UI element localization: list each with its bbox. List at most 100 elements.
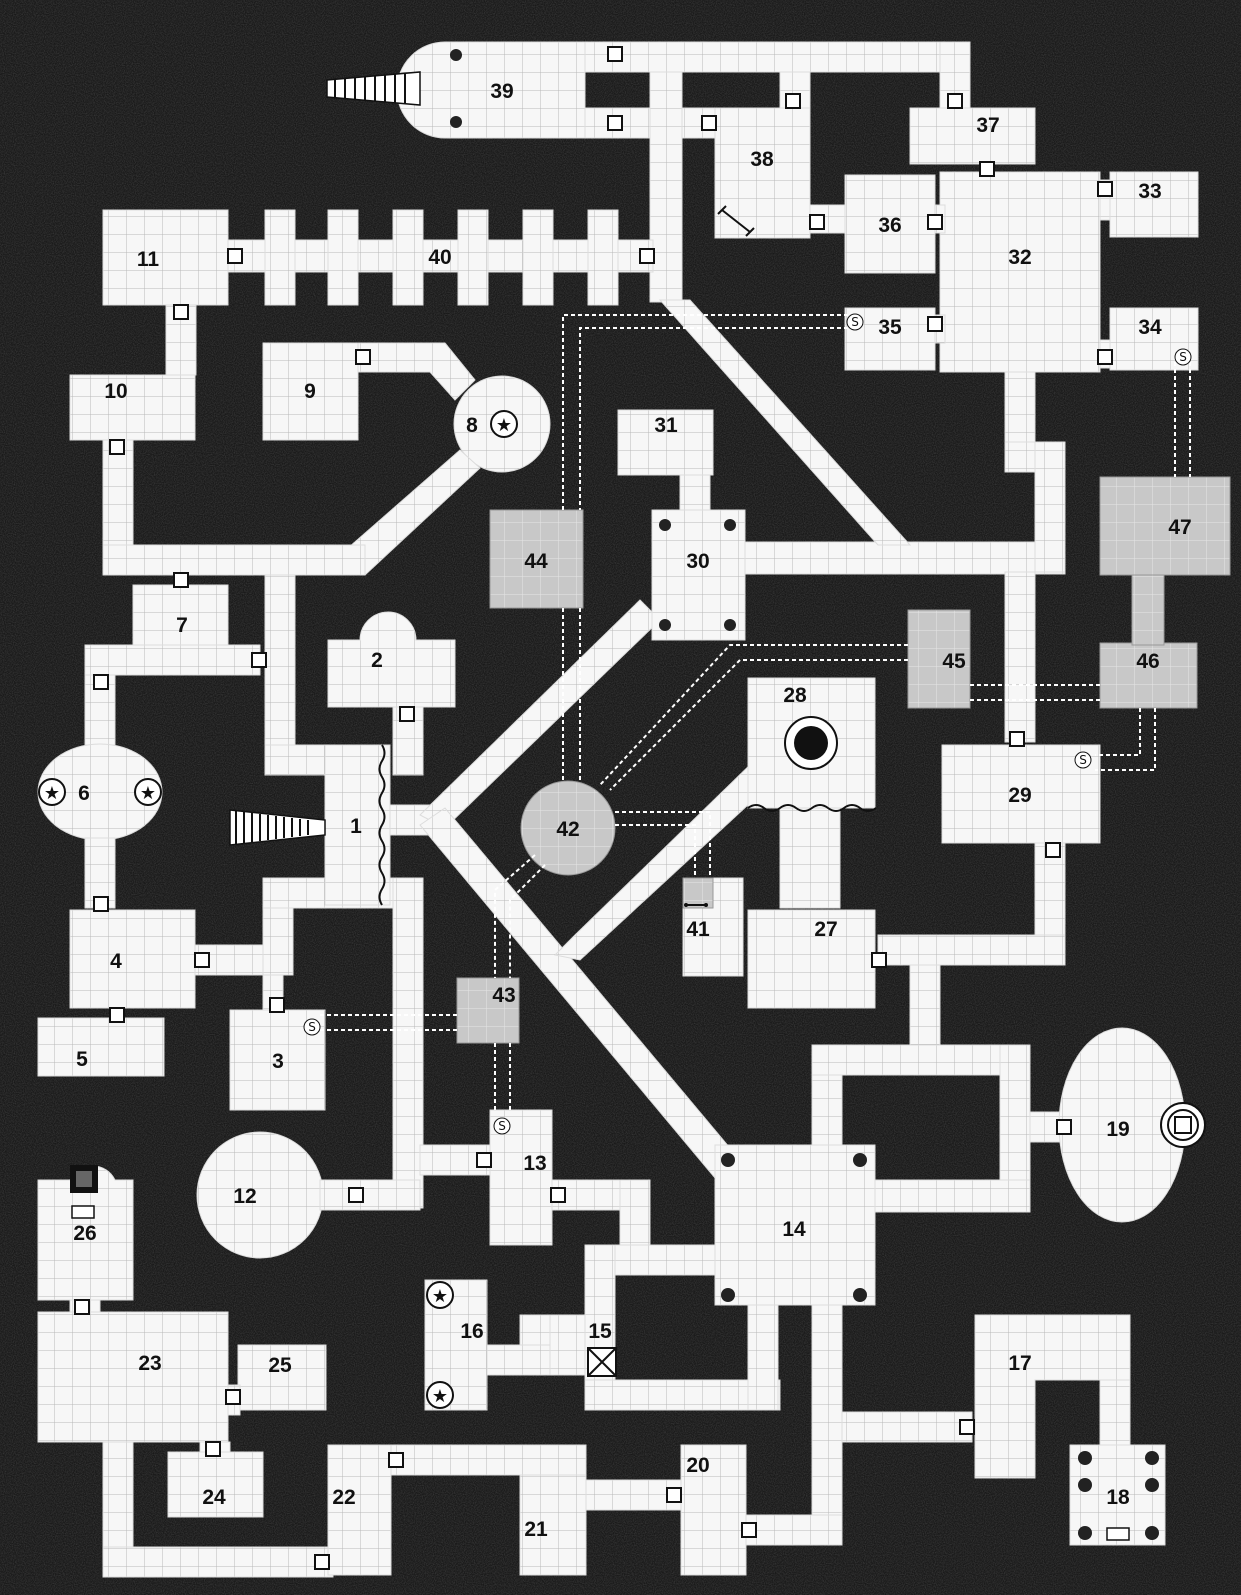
room-label: 31 — [654, 414, 678, 437]
room-label: 20 — [686, 1454, 709, 1477]
door-icon — [785, 93, 801, 109]
secret-door-icon: S — [846, 313, 864, 331]
pillars — [450, 49, 1159, 1540]
room-label: 40 — [428, 246, 451, 269]
room-32 — [939, 171, 1101, 373]
door-icon — [959, 1419, 975, 1435]
door-icon — [1056, 1119, 1072, 1135]
room-label: 1 — [350, 815, 362, 838]
room-11 — [102, 209, 229, 306]
room-label: 47 — [1168, 516, 1191, 539]
room-21 — [519, 1474, 587, 1576]
corridor-top — [584, 41, 971, 73]
portcullis-icon — [717, 205, 755, 237]
door-icon — [173, 304, 189, 320]
secret-door-icon: S — [303, 1018, 321, 1036]
door-icon — [476, 1152, 492, 1168]
secret-door-icon: S — [1174, 348, 1192, 366]
room-30 — [651, 509, 746, 641]
room-46 — [1099, 642, 1198, 709]
door-icon — [809, 214, 825, 230]
room-label: 19 — [1106, 1118, 1129, 1141]
room-label: 15 — [588, 1320, 612, 1343]
star-statue-icon: ★ — [134, 778, 162, 806]
room-label: 43 — [492, 984, 515, 1007]
room-23 — [37, 1311, 229, 1443]
room-label: 30 — [686, 550, 709, 573]
room-label: 13 — [523, 1152, 546, 1175]
room-22 — [327, 1444, 392, 1576]
svg-text:★: ★ — [140, 783, 156, 804]
features — [70, 205, 1206, 1541]
door-icon — [1045, 842, 1061, 858]
secret-door-icon: S — [493, 1117, 511, 1135]
room-label: 16 — [460, 1320, 483, 1343]
room-label: 10 — [104, 380, 127, 403]
pillar-icon — [1078, 1478, 1092, 1492]
corridor-40 — [227, 239, 654, 273]
room-label: 11 — [137, 248, 160, 271]
door-icon — [194, 952, 210, 968]
room-label: 42 — [556, 818, 579, 841]
room-43 — [456, 977, 520, 1044]
fountain-icon — [1160, 1102, 1206, 1148]
room-42 — [520, 780, 616, 876]
room-25 — [237, 1344, 327, 1411]
stairs-icon — [229, 809, 326, 846]
svg-text:S: S — [1079, 753, 1087, 767]
door-icon — [227, 248, 243, 264]
door-icon — [251, 652, 267, 668]
room-45 — [907, 609, 971, 709]
star-statue-icon: ★ — [490, 410, 518, 438]
room-label: 17 — [1008, 1352, 1031, 1375]
door-icon — [666, 1487, 682, 1503]
door-icon — [388, 1452, 404, 1468]
door-icon — [927, 316, 943, 332]
door-icon — [550, 1187, 566, 1203]
room-47 — [1099, 476, 1231, 576]
pillar-icon — [1078, 1526, 1092, 1540]
door-icon — [399, 706, 415, 722]
room-5 — [37, 1017, 165, 1077]
room-label: 44 — [524, 550, 548, 573]
secret-doors: S S S S S — [303, 313, 1192, 1135]
floor-layer — [37, 41, 1199, 1578]
door-icon — [348, 1187, 364, 1203]
door-icon — [607, 115, 623, 131]
room-label: 3 — [272, 1050, 284, 1073]
room-label: 32 — [1008, 246, 1031, 269]
door-icon — [74, 1299, 90, 1315]
curtain-icon — [747, 804, 877, 812]
room-label: 9 — [304, 380, 316, 403]
room-label: 35 — [878, 316, 902, 339]
room-label: 36 — [878, 214, 901, 237]
room-label: 14 — [782, 1218, 806, 1241]
room-20 — [680, 1444, 747, 1576]
pillar-icon — [721, 1153, 735, 1167]
room-9 — [262, 342, 359, 441]
room-label: 6 — [78, 782, 90, 805]
room-44 — [489, 509, 584, 609]
stairs-icon — [326, 71, 421, 106]
room-27 — [747, 909, 876, 1009]
curtain-icon — [378, 744, 386, 906]
door-icon — [701, 115, 717, 131]
room-label: 25 — [268, 1354, 292, 1377]
door-icon — [93, 896, 109, 912]
door-icon — [269, 997, 285, 1013]
room-15 — [549, 1314, 586, 1376]
svg-text:S: S — [498, 1119, 506, 1133]
pit — [784, 716, 838, 770]
room-label: 28 — [783, 684, 807, 707]
door-icon — [871, 952, 887, 968]
pillar-icon — [724, 619, 736, 631]
lower-level-layer — [456, 476, 1231, 1044]
room-label: 29 — [1008, 784, 1031, 807]
room-38 — [714, 107, 811, 239]
room-label: 7 — [176, 614, 188, 637]
room-label: 21 — [524, 1518, 548, 1541]
room-14 — [714, 1144, 876, 1306]
room-10 — [69, 374, 196, 441]
room-4 — [69, 909, 196, 1009]
